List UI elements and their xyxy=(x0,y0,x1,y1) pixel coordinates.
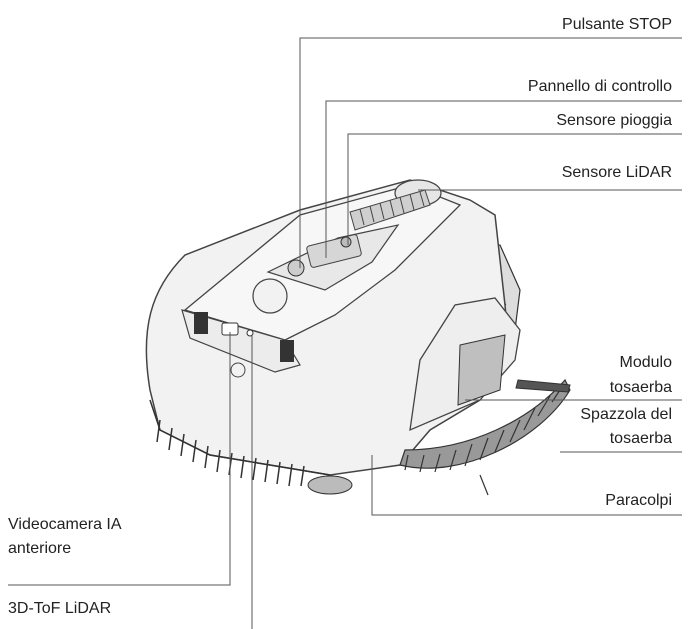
tof-lidar-shape xyxy=(246,329,254,337)
round-hatch xyxy=(252,278,288,314)
front-right-sensor xyxy=(280,340,294,362)
logo-mark xyxy=(230,362,246,378)
rain-sensor-shape xyxy=(340,236,352,248)
label-mower-brush-1: Spazzola del xyxy=(580,406,672,423)
mower-module-bar xyxy=(515,379,571,393)
label-rain-sensor: Sensore pioggia xyxy=(556,112,672,129)
label-lidar-sensor: Sensore LiDAR xyxy=(561,164,672,181)
front-comb xyxy=(149,399,331,487)
label-mower-module-1: Modulo xyxy=(619,354,672,371)
label-mower-module-2: tosaerba xyxy=(609,379,672,396)
front-face xyxy=(181,309,301,373)
stop-button-shape xyxy=(287,259,305,277)
label-tof-lidar: 3D-ToF LiDAR xyxy=(8,600,112,617)
label-control-panel: Pannello di controllo xyxy=(527,78,672,95)
label-front-camera-1: Videocamera IA xyxy=(8,516,122,533)
front-wheel xyxy=(307,475,353,495)
label-mower-brush-2: tosaerba xyxy=(609,430,672,447)
rear-grille xyxy=(349,189,431,231)
label-front-camera-2: anteriore xyxy=(8,540,72,557)
front-left-sensor xyxy=(194,312,208,334)
leader-lines xyxy=(8,37,682,629)
label-stop-button: Pulsante STOP xyxy=(562,16,672,33)
side-vent xyxy=(457,334,506,406)
label-bumper: Paracolpi xyxy=(605,492,672,509)
